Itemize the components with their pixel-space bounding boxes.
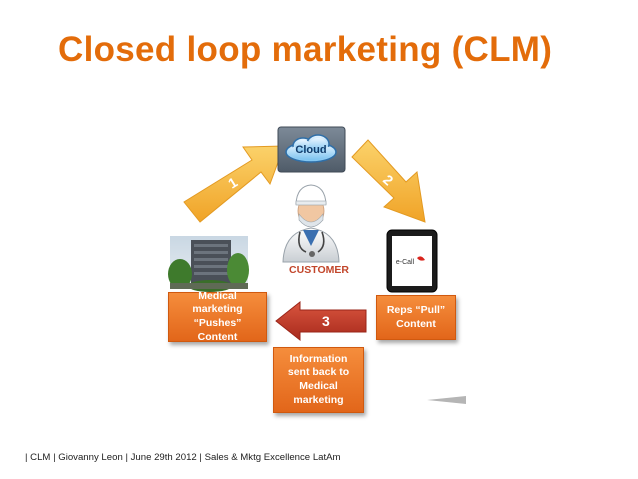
information-box: Information sent back to Medical marketi… xyxy=(273,347,364,413)
doctor-icon xyxy=(282,184,340,263)
arrow-1: 1 xyxy=(183,145,285,223)
information-text: Information sent back to Medical marketi… xyxy=(287,352,350,406)
reps-pull-text: Reps “Pull” Content xyxy=(386,303,446,330)
customer-label: CUSTOMER xyxy=(289,264,349,276)
building-image xyxy=(168,236,249,292)
arrow-3: 3 xyxy=(275,300,367,342)
reps-pull-box: Reps “Pull” Content xyxy=(376,295,456,340)
arrow-2: 2 xyxy=(351,139,426,223)
medical-marketing-box: Medical marketing “Pushes” Content xyxy=(168,289,267,343)
arrow-3-number: 3 xyxy=(322,313,330,329)
cloud-icon: Cloud xyxy=(277,126,346,173)
tablet-icon: e-Call xyxy=(386,229,438,293)
cloud-label: Cloud xyxy=(295,144,326,156)
tablet-brand: e-Call xyxy=(396,259,415,266)
page-title: Closed loop marketing (CLM) xyxy=(58,30,553,69)
medical-marketing-text: Medical marketing “Pushes” Content xyxy=(192,289,243,343)
footer-text: | CLM | Giovanny Leon | June 29th 2012 |… xyxy=(25,452,341,463)
decor-shape xyxy=(427,396,466,404)
